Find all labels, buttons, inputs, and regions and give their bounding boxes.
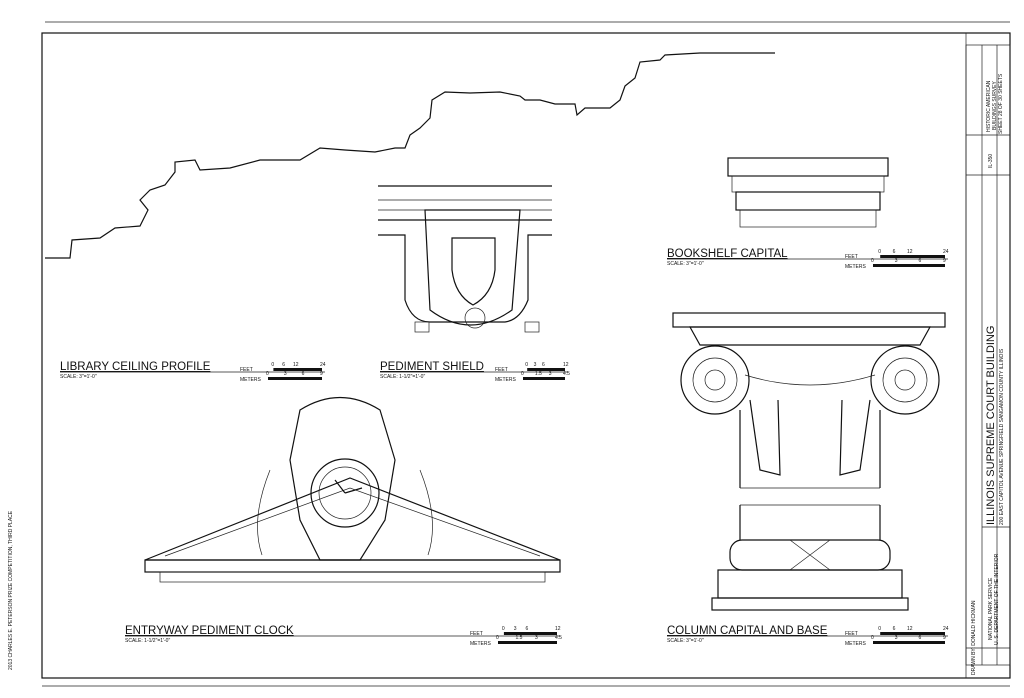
drawing-scale: SCALE: 1-1/2"=1'-0" [125, 638, 170, 644]
feet-label: FEET [495, 367, 508, 373]
feet-label: FEET [470, 631, 483, 637]
building-address: 200 EAST CAPITOL AVENUE SPRINGFIELD SANG… [999, 348, 1005, 525]
meters-tick: 6 [302, 371, 305, 377]
meters-label: METERS [845, 264, 867, 270]
feet-scale-bar [273, 368, 322, 371]
meters-tick: 0 [521, 371, 524, 377]
feet-tick: 24 [943, 249, 949, 255]
title-block: ILLINOIS SUPREME COURT BUILDING 200 EAST… [965, 33, 1011, 678]
meters-scale-bar [268, 377, 322, 380]
feet-label: FEET [845, 254, 858, 260]
competition-note: 2013 CHARLES E. PETERSON PRIZE COMPETITI… [8, 510, 14, 670]
meters-scale-bar [873, 264, 945, 267]
meters-tick: 0 [266, 371, 269, 377]
meters-label: METERS [470, 641, 492, 647]
sheet-frame [41, 32, 1011, 679]
clock-icon [310, 458, 380, 528]
agency-line-2: U. S. DEPARTMENT OF THE INTERIOR [994, 553, 1000, 645]
drawing-scale: SCALE: 3"=1'-0" [667, 638, 704, 644]
feet-tick: 0 [525, 362, 528, 368]
bookshelf-capital-drawing [727, 157, 889, 228]
meters-tick: 4.5 [563, 371, 570, 377]
meters-tick: 1.5 [535, 371, 542, 377]
meters-label: METERS [495, 377, 517, 383]
meters-tick: 4.5 [555, 635, 562, 641]
meters-tick: 6 [919, 258, 922, 264]
feet-tick: 12 [907, 249, 913, 255]
meters-tick: 1.5 [515, 635, 522, 641]
drawing-title: LIBRARY CEILING PROFILE [60, 361, 211, 373]
feet-tick: 3 [514, 626, 517, 632]
meters-label: METERS [845, 641, 867, 647]
feet-label: FEET [240, 367, 253, 373]
feet-scale-bar [880, 632, 945, 635]
feet-tick: 0 [878, 249, 881, 255]
meters-tick: 3 [284, 371, 287, 377]
meters-tick: 0 [496, 635, 499, 641]
feet-tick: 6 [542, 362, 545, 368]
drawing-scale: SCALE: 3"=1'-0" [60, 374, 97, 380]
drawing-scale: SCALE: 3"=1'-0" [667, 261, 704, 267]
library-ceiling-profile-drawing [45, 52, 775, 259]
drawing-title: COLUMN CAPITAL AND BASE [667, 625, 828, 637]
feet-tick: 12 [563, 362, 569, 368]
feet-tick: 0 [878, 626, 881, 632]
meters-tick: 3 [549, 371, 552, 377]
meters-scale-bar [523, 377, 565, 380]
feet-scale-bar [503, 632, 557, 635]
meters-tick: 0 [871, 635, 874, 641]
feet-tick: 24 [943, 626, 949, 632]
feet-tick: 12 [555, 626, 561, 632]
feet-tick: 0 [502, 626, 505, 632]
meters-tick: 6 [919, 635, 922, 641]
feet-tick: 6 [893, 626, 896, 632]
meters-tick: 9 [943, 635, 946, 641]
meters-scale-bar [498, 641, 557, 644]
survey-line-3: SHEET 28 OF 30 SHEETS [998, 73, 1004, 134]
feet-tick: 24 [320, 362, 326, 368]
meters-tick: 3 [895, 258, 898, 264]
drawing-scale: SCALE: 1-1/2"=1'-0" [380, 374, 425, 380]
feet-scale-bar [527, 368, 565, 371]
building-title: ILLINOIS SUPREME COURT BUILDING [985, 326, 997, 525]
drawing-title: BOOKSHELF CAPITAL [667, 248, 788, 260]
survey-line-1: HISTORIC AMERICAN [986, 80, 992, 132]
feet-tick: 6 [526, 626, 529, 632]
survey-line-2: BUILDINGS SURVEY [992, 81, 998, 130]
drawing-title: PEDIMENT SHIELD [380, 361, 484, 373]
drawn-by: DRAWN BY: DONALD HICKMAN [971, 600, 977, 675]
pediment-shield-drawing [378, 185, 552, 333]
meters-tick: 3 [535, 635, 538, 641]
survey-number: IL-350 [988, 154, 994, 168]
feet-tick: 12 [293, 362, 299, 368]
meters-tick: 9 [320, 371, 323, 377]
drawing-title: ENTRYWAY PEDIMENT CLOCK [125, 625, 294, 637]
feet-tick: 6 [282, 362, 285, 368]
meters-tick: 3 [895, 635, 898, 641]
feet-scale-bar [880, 255, 945, 258]
feet-tick: 12 [907, 626, 913, 632]
meters-tick: 9 [943, 258, 946, 264]
feet-label: FEET [845, 631, 858, 637]
column-capital-drawing [672, 312, 946, 611]
pediment-clock-drawing [144, 396, 561, 583]
meters-scale-bar [873, 641, 945, 644]
meters-label: METERS [240, 377, 262, 383]
feet-tick: 6 [893, 249, 896, 255]
feet-tick: 3 [534, 362, 537, 368]
agency-line-1: NATIONAL PARK SERVICE [988, 577, 994, 640]
feet-tick: 0 [271, 362, 274, 368]
meters-tick: 0 [871, 258, 874, 264]
